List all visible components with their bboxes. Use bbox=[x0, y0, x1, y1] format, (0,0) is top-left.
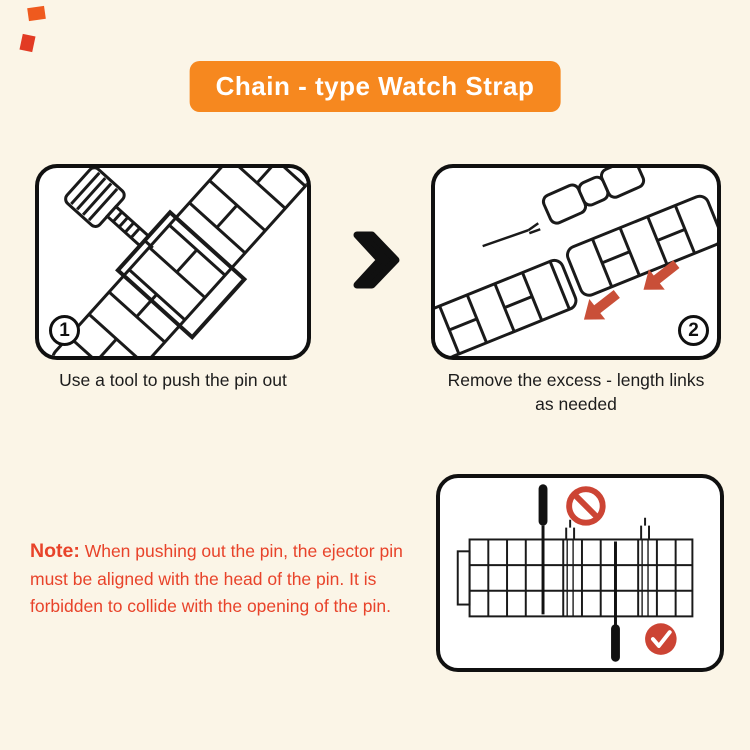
corner-decoration bbox=[19, 33, 36, 53]
red-arrow-icon bbox=[643, 260, 680, 290]
loose-pin bbox=[482, 222, 541, 248]
separated-links-illustration bbox=[435, 168, 717, 356]
link-remover-tool bbox=[64, 168, 248, 341]
chevron-right-icon bbox=[353, 231, 400, 289]
ejector-pin-bottom bbox=[611, 541, 620, 662]
pin-alignment-panel bbox=[436, 474, 724, 672]
step-2-badge: 2 bbox=[678, 315, 709, 346]
page-title: Chain - type Watch Strap bbox=[189, 61, 561, 112]
step-1-panel: 1 bbox=[35, 164, 311, 360]
ejector-pin-top bbox=[538, 484, 548, 615]
note-text: Note: When pushing out the pin, the ejec… bbox=[30, 540, 403, 616]
step-1-badge: 1 bbox=[49, 315, 80, 346]
check-icon bbox=[645, 623, 677, 655]
split-pin-icon bbox=[565, 517, 650, 617]
red-arrow-icon bbox=[583, 290, 620, 320]
step-1-caption: Use a tool to push the pin out bbox=[59, 370, 287, 390]
note-label: Note: bbox=[30, 540, 80, 562]
step-2-caption: Remove the excess - length links as need… bbox=[447, 370, 705, 414]
corner-decoration bbox=[27, 5, 46, 22]
prohibited-icon bbox=[566, 486, 606, 526]
pin-alignment-detail-illustration bbox=[456, 484, 694, 662]
step-2-panel: 2 bbox=[431, 164, 721, 360]
pin-removal-tool-illustration bbox=[51, 168, 307, 356]
